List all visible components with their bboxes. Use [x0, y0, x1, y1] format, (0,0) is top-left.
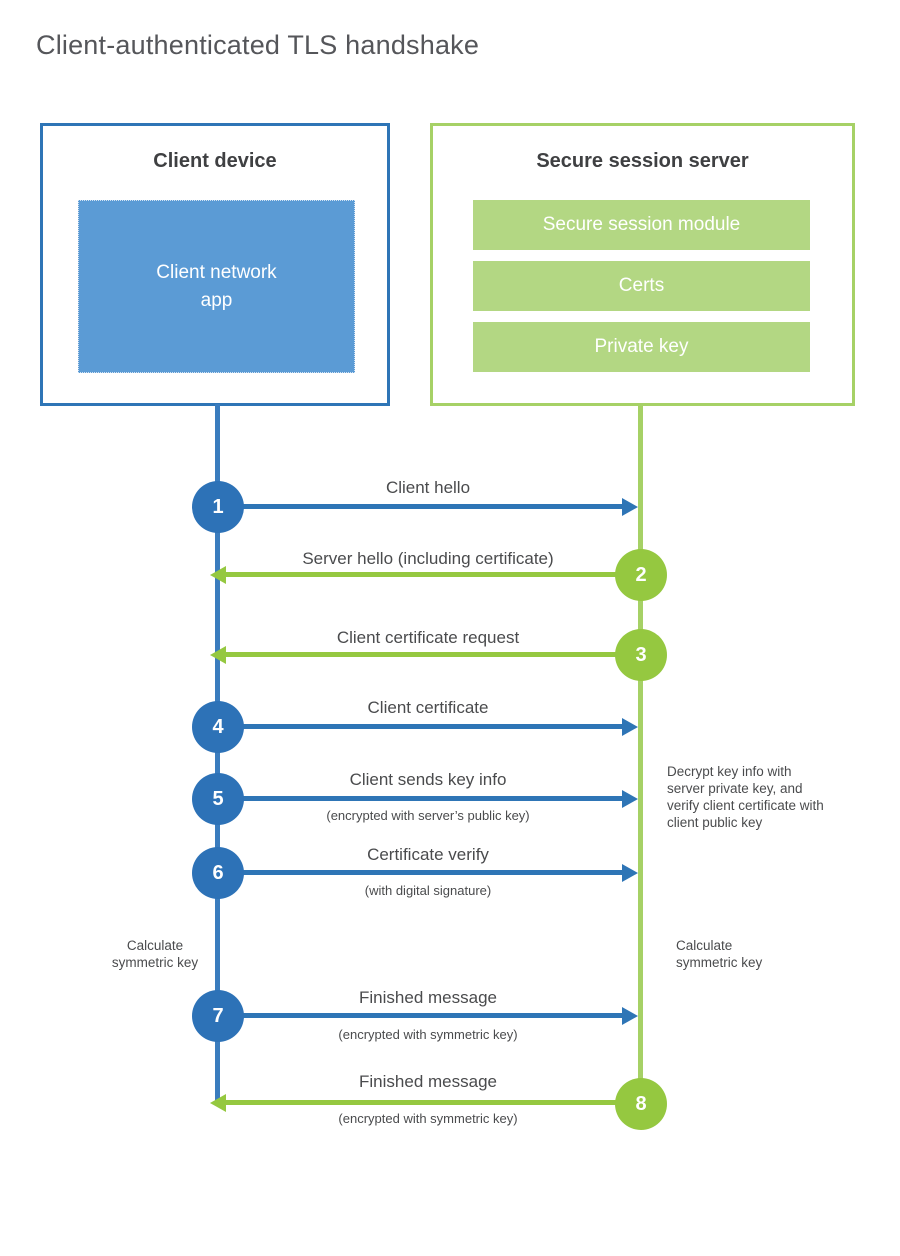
step-arrowhead-4 [622, 718, 638, 736]
step-arrowhead-6 [622, 864, 638, 882]
step-number-7: 7 [212, 1004, 224, 1027]
step-arrow-1 [235, 504, 624, 509]
step-circle-4: 4 [192, 701, 244, 753]
step-circle-5: 5 [192, 773, 244, 825]
client-device-box: Client device Client network app [40, 123, 390, 406]
step-circle-8: 8 [615, 1078, 667, 1130]
client-lifeline [215, 404, 220, 1102]
step-sublabel-5: (encrypted with server’s public key) [326, 808, 530, 823]
step-number-4: 4 [212, 715, 224, 738]
step-arrow-4 [235, 724, 624, 729]
step-arrow-2 [226, 572, 618, 577]
client-app-label-line2: app [200, 289, 233, 311]
step-arrowhead-1 [622, 498, 638, 516]
step-label-2: Server hello (including certificate) [302, 549, 554, 568]
server-module-bar-certs: Certs [473, 261, 810, 311]
step-number-3: 3 [635, 643, 647, 666]
step-arrow-8 [226, 1100, 618, 1105]
secure-session-server-title: Secure session server [536, 150, 749, 172]
server-module-bar-private-key: Private key [473, 322, 810, 372]
calculate-symmetric-key-note-right: Calculate symmetric key [676, 938, 763, 970]
step-arrowhead-5 [622, 790, 638, 808]
step-number-2: 2 [635, 563, 647, 586]
step-label-1: Client hello [385, 478, 471, 497]
step-sublabel-8: (encrypted with symmetric key) [338, 1111, 518, 1126]
server-lifeline [638, 404, 643, 1104]
step-label-3: Client certificate request [336, 628, 520, 647]
client-app-label-line1: Client network [156, 261, 277, 283]
secure-session-server-box: Secure session server Secure session mod… [430, 123, 855, 406]
step-circle-1: 1 [192, 481, 244, 533]
step-sublabel-6: (with digital signature) [364, 883, 492, 898]
step-arrow-3 [226, 652, 618, 657]
step-arrowhead-8 [210, 1094, 226, 1112]
step-number-1: 1 [212, 495, 224, 518]
step-label-6: Certificate verify [367, 845, 489, 864]
step-label-8: Finished message [359, 1072, 497, 1091]
step-arrowhead-2 [210, 566, 226, 584]
client-device-title: Client device [153, 150, 277, 172]
step-label-4: Client certificate [367, 698, 489, 717]
step-arrowhead-3 [210, 646, 226, 664]
step-number-8: 8 [635, 1092, 647, 1115]
step-circle-3: 3 [615, 629, 667, 681]
calculate-symmetric-key-note-left: Calculate symmetric key [111, 938, 199, 970]
step-circle-7: 7 [192, 990, 244, 1042]
step-sublabel-7: (encrypted with symmetric key) [338, 1027, 518, 1042]
step-arrowhead-7 [622, 1007, 638, 1025]
step-arrow-6 [235, 870, 624, 875]
step-number-6: 6 [212, 861, 224, 884]
server-module-bar-secure-session-module: Secure session module [473, 200, 810, 250]
step-label-7: Finished message [359, 988, 497, 1007]
decrypt-key-info-note: Decrypt key info with server private key… [667, 764, 824, 830]
step-arrow-5 [235, 796, 624, 801]
step-circle-6: 6 [192, 847, 244, 899]
step-label-5: Client sends key info [349, 770, 507, 789]
diagram-title: Client-authenticated TLS handshake [36, 30, 480, 60]
client-network-app-box: Client network app [78, 200, 355, 373]
step-number-5: 5 [212, 787, 224, 810]
step-arrow-7 [235, 1013, 624, 1018]
step-circle-2: 2 [615, 549, 667, 601]
